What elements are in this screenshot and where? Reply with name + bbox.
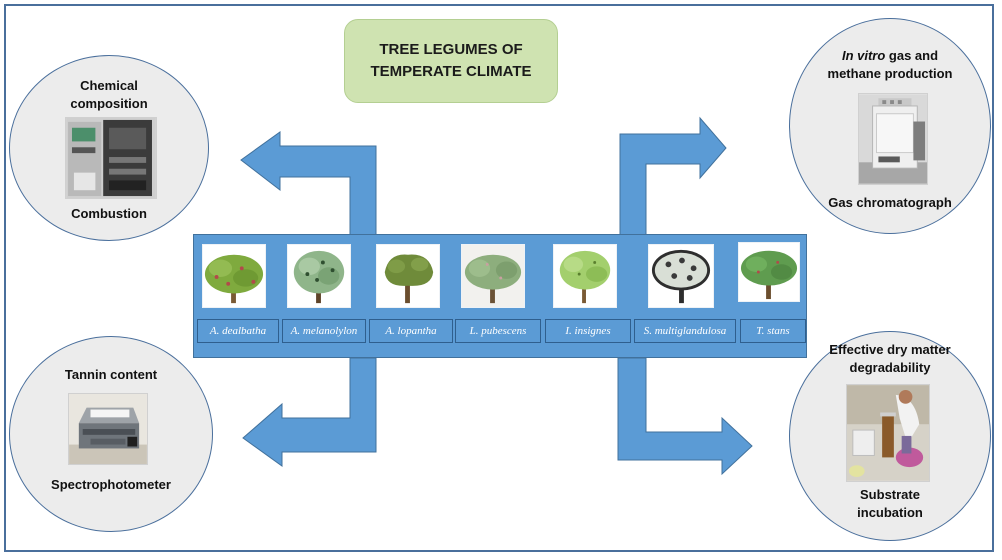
degradability-heading: Effective dry matter degradability <box>829 342 951 375</box>
tannin-content-heading: Tannin content <box>64 367 158 382</box>
gas-chromatograph-label: Gas chromatograph <box>828 195 952 210</box>
title-line-1: TREE LEGUMES OF <box>379 41 523 58</box>
species-label-5: I. insignes <box>545 319 631 343</box>
species-label-4: L. pubescens <box>455 319 541 343</box>
arrow-to-chemical-composition <box>240 131 377 237</box>
species-label-6: S. multiglandulosa <box>634 319 736 343</box>
tree-image-a-lopantha <box>376 244 440 308</box>
arrow-to-tannin-content <box>242 357 377 467</box>
species-label-3: A. lopantha <box>369 319 453 343</box>
species-label-7: T. stans <box>740 319 806 343</box>
gas-chromatograph-photo <box>858 93 928 185</box>
tree-image-i-insignes <box>553 244 617 308</box>
title-line-2: TEMPERATE CLIMATE <box>370 63 532 80</box>
spectrophotometer-label: Spectrophotometer <box>51 477 171 492</box>
combustion-instrument-photo <box>65 117 157 199</box>
arrow-to-dry-matter-degradability <box>617 357 753 476</box>
chemical-composition-heading: Chemical composition <box>70 78 148 111</box>
arrow-to-gas-production <box>619 116 727 237</box>
tree-image-a-melanolylon <box>287 244 351 308</box>
tree-image-l-pubescens <box>461 244 525 308</box>
species-label-1: A. dealbatha <box>197 319 279 343</box>
gas-production-heading: In vitro gas and methane production <box>827 48 953 81</box>
spectrophotometer-photo <box>68 393 148 465</box>
tree-image-s-multiglandulosa <box>648 244 714 308</box>
title-box: TREE LEGUMES OF TEMPERATE CLIMATE <box>344 19 558 103</box>
species-label-2: A. melanolylon <box>282 319 366 343</box>
tree-image-t-stans <box>738 242 800 302</box>
substrate-incubation-label: Substrate incubation <box>857 487 923 520</box>
substrate-incubation-photo <box>846 384 930 482</box>
tree-image-a-dealbatha <box>202 244 266 308</box>
combustion-label: Combustion <box>71 206 147 221</box>
